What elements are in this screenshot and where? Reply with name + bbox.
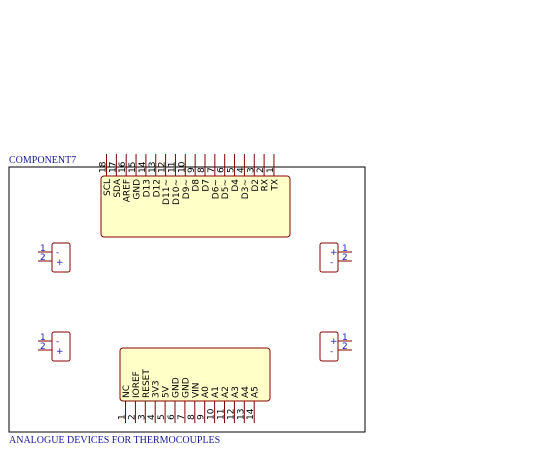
footer-label: ANALOGUE DEVICES FOR THERMOCOUPLES (9, 435, 220, 446)
top-pin-number: 5 (227, 167, 237, 173)
top-pin-name: SDA (113, 178, 123, 197)
top-pin-name: D7 (202, 179, 212, 192)
top-pin-name: D6~ (211, 179, 221, 199)
top-pin-name: D5~ (221, 179, 231, 199)
bottom-pin-name: A4 (241, 386, 251, 398)
bottom-pin-number: 10 (207, 408, 217, 420)
bottom-pin-number: 6 (167, 414, 177, 420)
bottom-pin-name: NC (122, 385, 132, 398)
bottom-pin-number: 5 (157, 414, 167, 420)
connector-body (51, 242, 71, 273)
top-pin-name: SCL (103, 179, 113, 196)
bottom-pin-number: 1 (118, 414, 128, 420)
top-pin-name: D11~ (162, 179, 172, 205)
bottom-pin-number: 14 (246, 408, 256, 420)
top-pin-name: D8 (192, 179, 202, 192)
connector-pin2-number: 2 (342, 253, 348, 263)
bottom-pin-number: 2 (127, 414, 137, 420)
connector-body (319, 242, 339, 273)
top-pin-number: 13 (148, 162, 158, 173)
connector-sign1: - (56, 248, 59, 258)
top-pin-number: 15 (128, 162, 138, 173)
connector-pin1-number: 1 (342, 244, 348, 254)
bottom-pin-number: 3 (137, 414, 147, 420)
top-pin-number: 1 (266, 167, 276, 173)
bottom-pin-number: 13 (236, 409, 246, 420)
bottom-pin-name: GND (172, 377, 182, 398)
bottom-pin-name: A3 (231, 386, 241, 398)
top-pin-name: D9~ (182, 179, 192, 199)
top-pin-name: AREF (123, 179, 133, 202)
top-pin-number: 17 (108, 162, 118, 173)
top-pin-number: 7 (207, 167, 217, 173)
top-pin-name: D13 (142, 179, 152, 197)
connector-body (319, 331, 339, 362)
top-pin-name: TX (270, 179, 280, 192)
bottom-pin-number: 9 (197, 414, 207, 420)
bottom-pin-name: A1 (211, 386, 221, 398)
bottom-pin-name: A0 (201, 386, 211, 398)
thermocouple-connector: 12-+ (38, 242, 71, 273)
connector-pin2-number: 2 (342, 342, 348, 352)
top-pin-number: 8 (197, 167, 207, 173)
top-pin-name: D2 (251, 179, 261, 192)
connector-pin2-number: 2 (40, 253, 46, 263)
top-pin-number: 6 (217, 167, 227, 173)
component-label: COMPONENT7 (9, 155, 76, 166)
top-pin-number: 12 (158, 162, 168, 173)
top-pin-name: D3~ (241, 179, 251, 199)
connector-sign2: + (56, 258, 64, 268)
bottom-pin-name: A2 (221, 386, 231, 398)
bottom-pin-number: 7 (177, 414, 187, 420)
thermocouple-connector: 12 +- (319, 331, 352, 362)
bottom-pin-name: 3V3 (152, 380, 162, 398)
top-pin-number: 2 (256, 167, 266, 173)
connector-pin1-number: 1 (40, 244, 46, 254)
connector-pin1-number: 1 (342, 333, 348, 343)
top-pin-name: D4 (231, 179, 241, 192)
connector-pin2-number: 2 (40, 342, 46, 352)
bottom-header: 1 NC 2 IOREF 3 RESET 4 3V3 5 5V 6 GND 7 GND 8 VIN 9 A0 10 A… (118, 347, 271, 423)
bottom-pin-name: VIN (191, 382, 201, 398)
thermocouple-connectors: 12-+12+-12-+12+- (38, 242, 352, 362)
bottom-pin-name: RESET (142, 369, 152, 398)
bottom-pin-name: GND (181, 377, 191, 398)
bottom-pin-number: 4 (147, 414, 157, 420)
top-pin-number: 11 (167, 162, 177, 173)
bottom-pin-number: 12 (226, 409, 236, 420)
thermocouple-connector: 12-+ (38, 331, 71, 362)
bottom-pin-number: 8 (187, 414, 197, 420)
bottom-pin-number: 11 (217, 409, 227, 420)
connector-pin1-number: 1 (40, 333, 46, 343)
connector-sign1: + (330, 248, 338, 258)
top-pin-name: D12 (152, 179, 162, 197)
connector-sign2: + (56, 347, 64, 357)
top-pin-number: 4 (236, 167, 246, 173)
top-pin-number: 16 (118, 161, 128, 173)
connector-sign1: - (56, 337, 59, 347)
top-pin-number: 10 (177, 161, 187, 173)
connector-sign2: - (330, 347, 333, 357)
top-pin-number: 18 (99, 161, 109, 173)
top-pin-number: 9 (187, 167, 197, 173)
connector-sign2: - (330, 258, 333, 268)
top-pin-number: 14 (138, 161, 148, 173)
top-pin-number: 3 (246, 167, 256, 173)
bottom-pin-name: 5V (162, 385, 172, 398)
top-header: 18SCL17SDA16AREF15GND14D1313D1212D11~11D… (99, 154, 291, 238)
thermocouple-connector: 12 +- (319, 242, 352, 273)
top-pin-name: D10~ (172, 179, 182, 205)
bottom-pin-name: IOREF (132, 371, 142, 398)
board-outline (8, 166, 366, 433)
connector-sign1: + (330, 337, 338, 347)
top-pin-name: RX (261, 179, 271, 191)
bottom-pin-name: A5 (251, 386, 261, 398)
top-pin-name: GND (133, 179, 143, 200)
connector-body (51, 331, 71, 362)
